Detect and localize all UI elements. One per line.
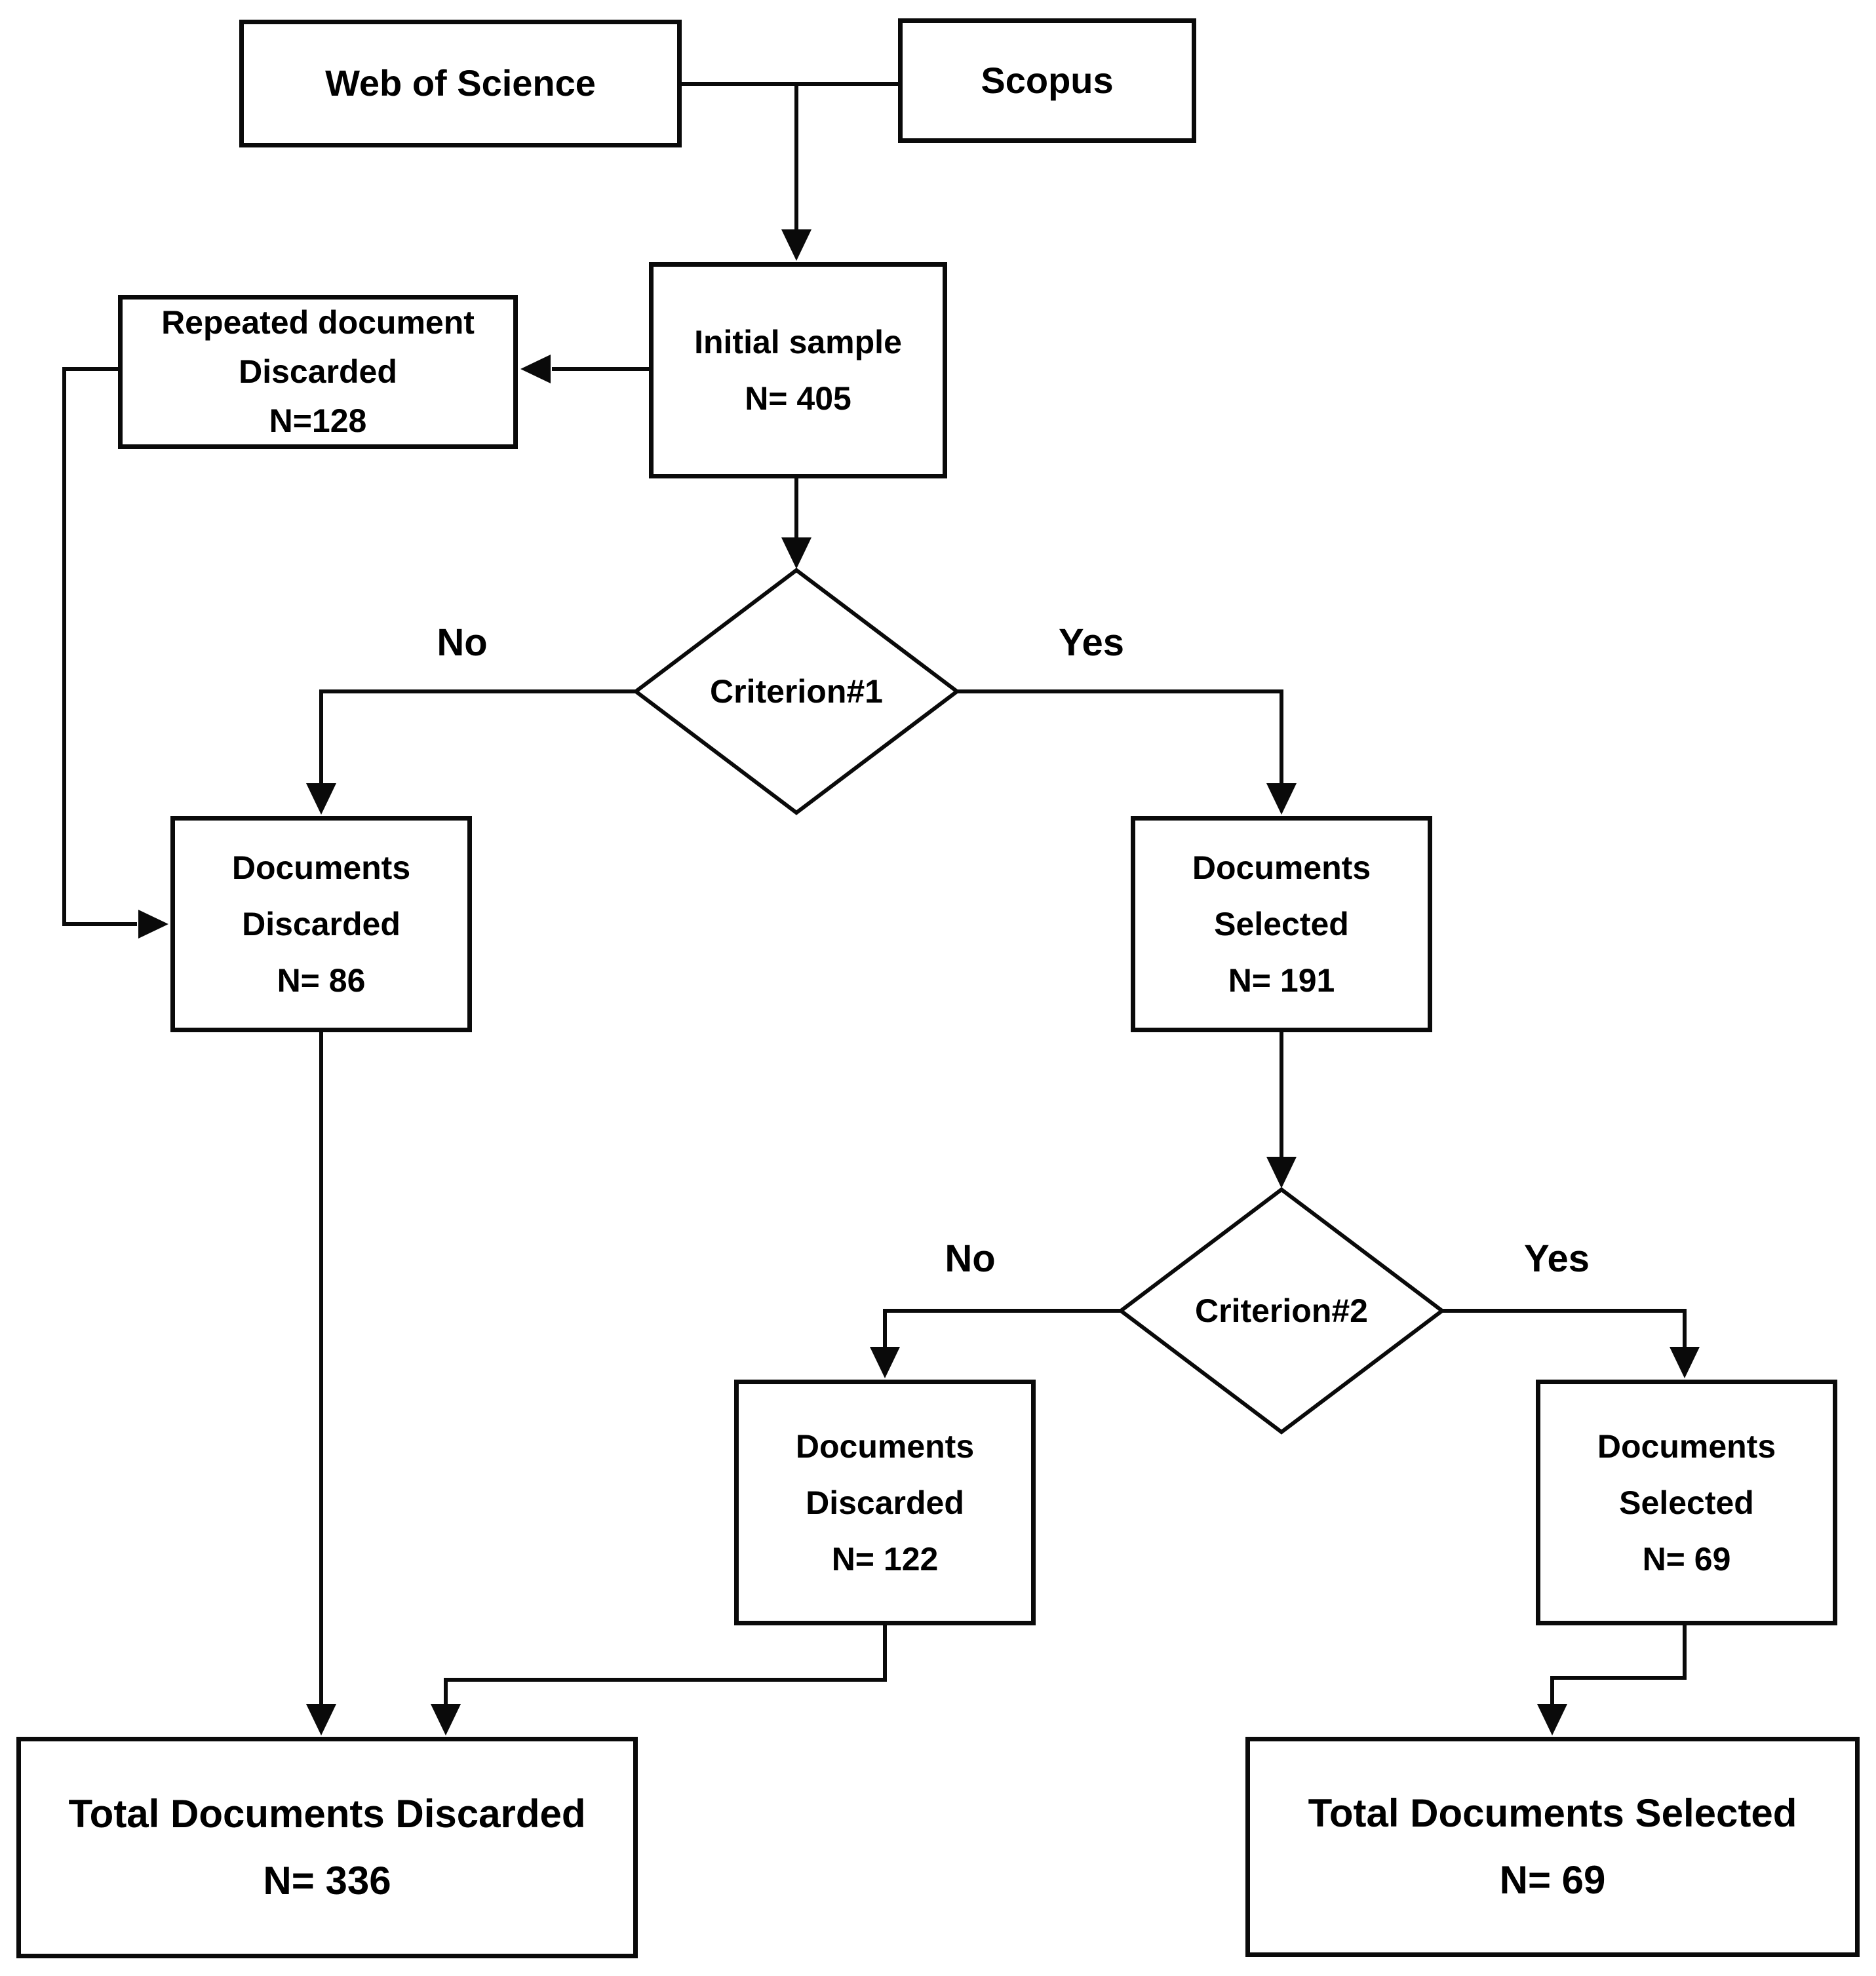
- arrowhead-into-sel69: [1670, 1347, 1700, 1378]
- node-line: Selected: [1619, 1484, 1754, 1521]
- node-line: Repeated document: [161, 304, 475, 341]
- node-line: N=128: [269, 402, 367, 439]
- node-line: N= 86: [277, 962, 366, 999]
- arrowhead-into-totaldisc-left: [306, 1704, 336, 1735]
- connector-criterion2-no-to-disc122: [883, 1309, 1121, 1348]
- connector-sel69-to-totalsel: [1550, 1625, 1687, 1705]
- node-line: N= 336: [263, 1859, 391, 1903]
- node-line: Total Documents Discarded: [68, 1792, 586, 1836]
- node-line: Selected: [1214, 906, 1349, 942]
- node-line: N= 69: [1642, 1540, 1731, 1578]
- connector-criterion2-yes-to-sel69: [1442, 1309, 1687, 1348]
- branch-text: Yes: [1059, 621, 1124, 664]
- arrowhead-into-sel191: [1266, 783, 1297, 815]
- node-line: Documents: [1192, 849, 1371, 886]
- node-documents-selected-191: Documents Selected N= 191: [1131, 816, 1432, 1032]
- branch-text: No: [437, 621, 488, 664]
- node-line: Documents: [1597, 1427, 1776, 1465]
- branch-text: No: [945, 1237, 996, 1280]
- branch-text: Yes: [1524, 1237, 1590, 1280]
- node-total-documents-discarded: Total Documents Discarded N= 336: [16, 1737, 638, 1958]
- node-line: N= 405: [745, 380, 851, 417]
- node-line: Documents: [231, 849, 411, 886]
- node-label: Scopus: [981, 59, 1114, 101]
- arrowhead-into-repeated: [520, 355, 551, 383]
- node-label: Web of Science: [325, 62, 596, 104]
- criterion1-no-label: No: [397, 619, 528, 665]
- criterion1-label: Criterion#1: [665, 672, 928, 711]
- node-line: Documents: [795, 1427, 975, 1465]
- node-scopus: Scopus: [898, 18, 1196, 143]
- connector-disc122-to-totaldisc: [444, 1625, 887, 1705]
- node-web-of-science: Web of Science: [239, 20, 682, 147]
- arrowhead-into-totalsel: [1537, 1704, 1567, 1735]
- criterion2-diamond: [1118, 1187, 1445, 1435]
- node-line: N= 69: [1499, 1858, 1606, 1902]
- connector-repeated-to-disc86: [62, 367, 137, 926]
- arrowhead-into-totaldisc-right: [431, 1704, 461, 1735]
- node-line: Initial sample: [694, 324, 902, 360]
- node-initial-sample: Initial sample N= 405: [649, 262, 947, 478]
- criterion1-diamond: [633, 568, 960, 815]
- criterion2-label: Criterion#2: [1150, 1291, 1413, 1330]
- arrowhead-into-criterion1: [781, 537, 811, 569]
- node-documents-selected-69: Documents Selected N= 69: [1536, 1380, 1837, 1625]
- node-line: Discarded: [806, 1484, 964, 1521]
- decision-text: Criterion#2: [1195, 1292, 1368, 1329]
- arrowhead-into-criterion2: [1266, 1157, 1297, 1188]
- node-line: Discarded: [242, 906, 401, 942]
- node-line: N= 191: [1228, 962, 1335, 999]
- node-total-documents-selected: Total Documents Selected N= 69: [1245, 1737, 1860, 1957]
- arrowhead-into-disc122: [870, 1347, 900, 1378]
- node-repeated-document-discarded: Repeated document Discarded N=128: [118, 295, 518, 449]
- decision-text: Criterion#1: [710, 673, 883, 710]
- arrowhead-into-disc86-left: [138, 910, 168, 939]
- arrowhead-into-initial: [781, 229, 811, 261]
- node-documents-discarded-122: Documents Discarded N= 122: [734, 1380, 1036, 1625]
- node-line: Discarded: [239, 353, 397, 390]
- node-documents-discarded-86: Documents Discarded N= 86: [170, 816, 472, 1032]
- node-line: N= 122: [831, 1540, 939, 1578]
- criterion2-no-label: No: [905, 1235, 1036, 1281]
- connector-criterion1-yes-to-sel191: [957, 689, 1283, 785]
- criterion1-yes-label: Yes: [1026, 619, 1157, 665]
- arrowhead-into-disc86-top: [306, 783, 336, 815]
- connector-criterion1-no-to-disc86: [319, 689, 636, 785]
- node-line: Total Documents Selected: [1308, 1791, 1797, 1835]
- criterion2-yes-label: Yes: [1491, 1235, 1622, 1281]
